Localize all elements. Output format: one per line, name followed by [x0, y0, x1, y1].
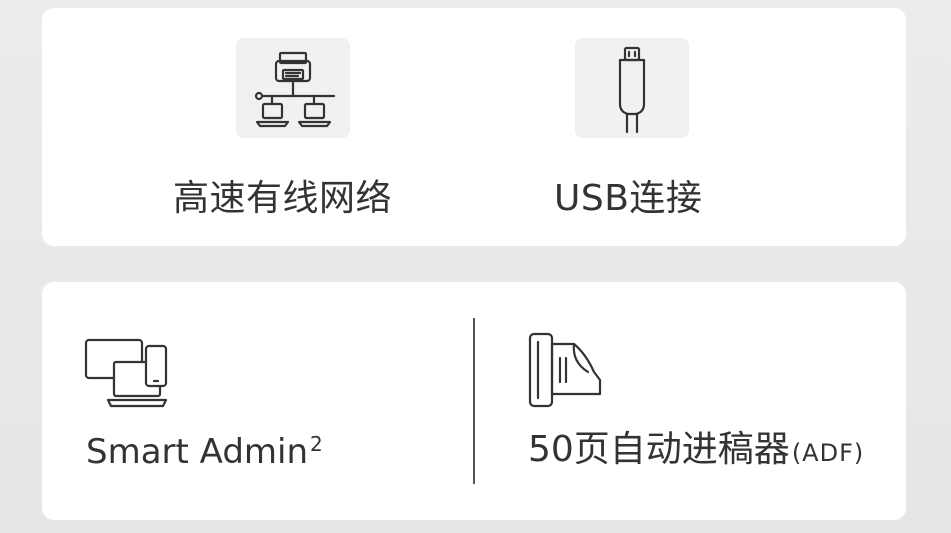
- usb-label: USB连接: [554, 178, 703, 219]
- document-feeder-icon: [528, 332, 608, 412]
- usb-cable-icon: [575, 38, 689, 138]
- multi-device-icon: [84, 338, 174, 414]
- connectivity-card: 高速有线网络 USB连接: [42, 8, 906, 246]
- divider: [473, 318, 475, 484]
- adf-suffix: (ADF): [791, 439, 865, 467]
- network-printer-icon: [236, 38, 350, 138]
- adf-label: 50页自动进稿器(ADF): [528, 432, 864, 468]
- smart-admin-text: Smart Admin: [86, 432, 309, 472]
- adf-text: 50页自动进稿器: [528, 429, 790, 470]
- network-label: 高速有线网络: [173, 178, 393, 219]
- smart-admin-footnote: 2: [310, 432, 323, 456]
